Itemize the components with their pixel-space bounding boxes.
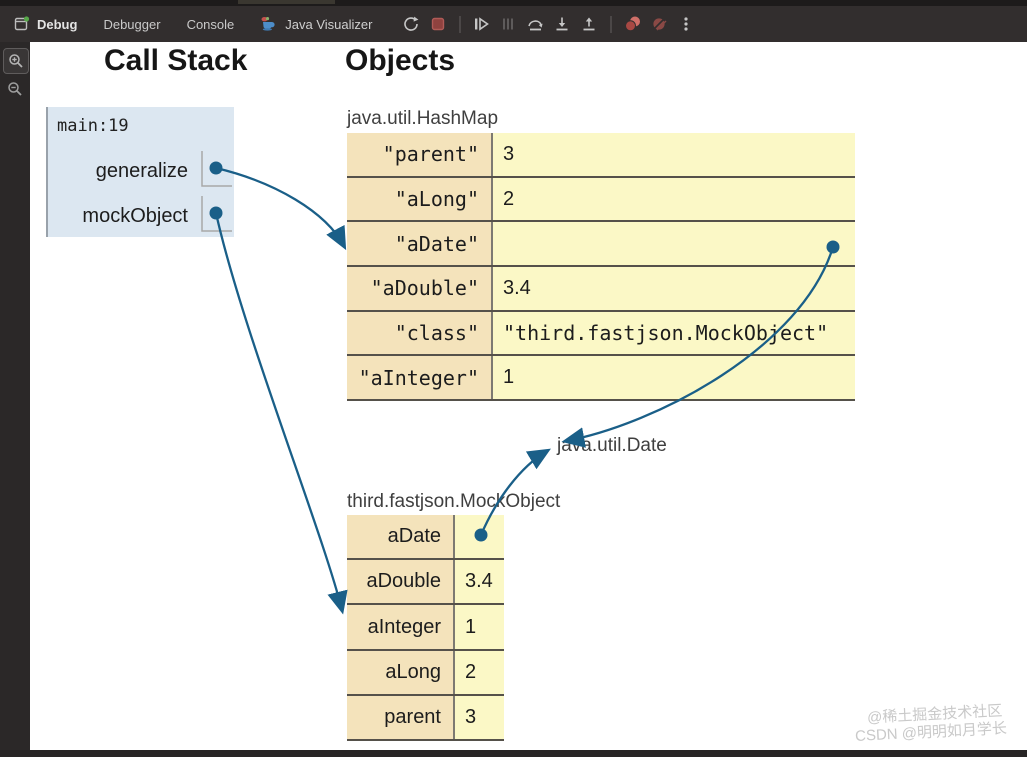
mockobject-table: aDate aDouble 3.4 aInteger 1 aLong 2 par… <box>347 515 504 742</box>
hashmap-key: "aInteger" <box>347 356 493 400</box>
date-type-label: java.util.Date <box>557 435 667 456</box>
hashmap-type-label: java.util.HashMap <box>347 108 499 129</box>
java-cup-icon <box>260 16 278 32</box>
mockobject-value: 1 <box>455 605 504 649</box>
debug-tool-window-header[interactable]: Debug <box>14 16 77 32</box>
mute-breakpoints-icon[interactable] <box>646 11 672 37</box>
debug-tool-window-icon <box>14 16 30 32</box>
visualizer-canvas: Call Stack Objects main:19 generalize mo… <box>30 42 1027 750</box>
table-row: aDouble 3.4 <box>347 560 504 606</box>
mockobject-key: aInteger <box>347 605 455 649</box>
debug-toolbar: Debug Debugger Console Java Visualizer <box>0 6 1027 42</box>
mockobject-key: parent <box>347 695 455 740</box>
mockobject-key: aLong <box>347 650 455 694</box>
tab-debugger[interactable]: Debugger <box>103 16 161 32</box>
debug-title: Debug <box>37 16 78 32</box>
call-stack-heading: Call Stack <box>104 44 248 77</box>
table-row: parent 3 <box>347 695 504 742</box>
stack-variable-mockobject: mockObject <box>82 205 188 227</box>
hashmap-table: "parent" 3 "aLong" 2 "aDate" "aDouble" 3… <box>347 133 855 402</box>
mockobject-pointer-cell <box>455 515 504 559</box>
zoom-out-icon[interactable] <box>6 80 24 98</box>
toolbar-separator <box>610 15 613 33</box>
step-out-icon[interactable] <box>576 11 602 37</box>
hashmap-key: "class" <box>347 311 493 355</box>
hashmap-key: "parent" <box>347 133 493 176</box>
table-row: aInteger 1 <box>347 605 504 651</box>
table-row: aLong 2 <box>347 650 504 696</box>
tab-java-visualizer[interactable]: Java Visualizer <box>260 16 372 32</box>
stop-icon[interactable] <box>425 11 451 37</box>
table-row: aDate <box>347 515 504 561</box>
hashmap-key: "aDate" <box>347 222 493 266</box>
zoom-in-icon[interactable] <box>3 48 29 74</box>
table-row: "aDouble" 3.4 <box>347 267 855 312</box>
mockobject-value: 3.4 <box>455 560 504 604</box>
hashmap-value: 3 <box>493 133 855 176</box>
editor-remnant-strip <box>238 0 335 4</box>
tab-console[interactable]: Console <box>186 16 235 32</box>
step-into-icon[interactable] <box>549 11 575 37</box>
stack-variable-generalize: generalize <box>95 160 188 182</box>
table-row: "parent" 3 <box>347 133 855 178</box>
mockobject-value: 2 <box>455 650 504 694</box>
step-over-icon[interactable] <box>522 11 548 37</box>
more-options-icon[interactable] <box>673 11 699 37</box>
table-row: "class" "third.fastjson.MockObject" <box>347 311 855 357</box>
hashmap-value: 2 <box>493 177 855 221</box>
objects-heading: Objects <box>345 44 456 77</box>
mockobject-value: 3 <box>455 695 504 740</box>
rerun-icon[interactable] <box>398 11 424 37</box>
window-top-edge <box>0 0 1027 6</box>
hashmap-value: 1 <box>493 356 855 400</box>
toolbar-separator <box>459 15 462 33</box>
hashmap-value: "third.fastjson.MockObject" <box>493 311 855 355</box>
hashmap-pointer-cell <box>493 222 855 266</box>
view-breakpoints-icon[interactable] <box>619 11 645 37</box>
visualizer-side-toolbar <box>0 42 30 750</box>
pause-icon[interactable] <box>495 11 521 37</box>
mockobject-key: aDouble <box>347 560 455 604</box>
hashmap-key: "aDouble" <box>347 267 493 310</box>
resume-icon[interactable] <box>468 11 494 37</box>
table-row: "aLong" 2 <box>347 177 855 223</box>
java-visualizer-label: Java Visualizer <box>285 16 373 32</box>
mockobject-key: aDate <box>347 515 455 559</box>
hashmap-value: 3.4 <box>493 267 855 310</box>
hashmap-key: "aLong" <box>347 177 493 221</box>
table-row: "aInteger" 1 <box>347 356 855 402</box>
window-bottom-edge <box>0 750 1027 757</box>
mockobject-type-label: third.fastjson.MockObject <box>347 491 561 512</box>
stack-frame-label: main:19 <box>57 116 129 136</box>
stack-frame-main: main:19 generalize mockObject <box>46 107 234 237</box>
table-row: "aDate" <box>347 222 855 268</box>
